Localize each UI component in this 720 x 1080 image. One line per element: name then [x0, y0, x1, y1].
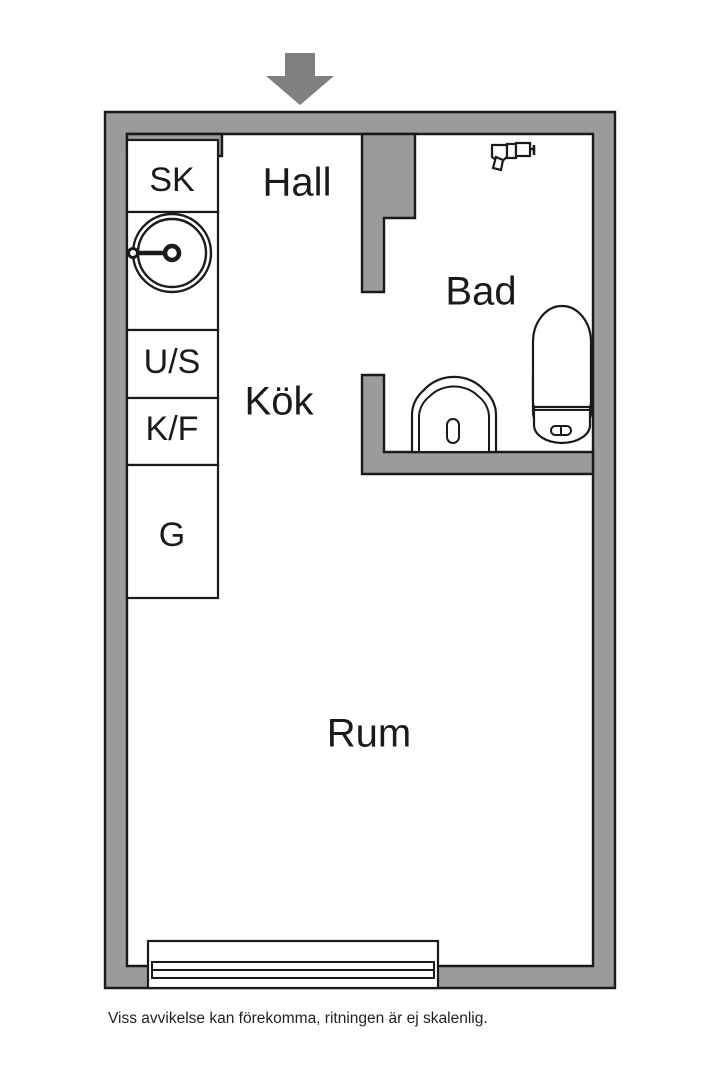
room-label-bad: Bad: [445, 270, 516, 314]
cabinet-hob-box: [125, 210, 220, 332]
cabinet-label-us: U/S: [144, 343, 201, 381]
cabinet-label-sk: SK: [149, 161, 195, 199]
toilet-icon: [531, 304, 593, 445]
apartment-walls: [103, 110, 617, 990]
entrance-arrow: [266, 53, 334, 105]
cabinet-g-box: [125, 463, 220, 600]
wall-bad-lower: [360, 373, 595, 476]
window-icon: [146, 939, 440, 990]
room-label-rum: Rum: [327, 712, 411, 756]
kitchen-cabinet-run: [125, 138, 220, 600]
wall-hall-bad-upper: [360, 132, 417, 294]
cabinet-label-kf: K/F: [146, 410, 199, 448]
room-label-hall: Hall: [263, 161, 332, 205]
hob-icon: [127, 212, 213, 294]
cabinet-us-box: [125, 328, 220, 400]
cabinet-label-g: G: [159, 516, 185, 554]
plan-caption: Viss avvikelse kan förekomma, ritningen …: [108, 1010, 488, 1027]
shower-mixer-icon: [490, 141, 536, 172]
room-label-kok: Kök: [245, 380, 315, 424]
washbasin-icon: [410, 375, 498, 454]
